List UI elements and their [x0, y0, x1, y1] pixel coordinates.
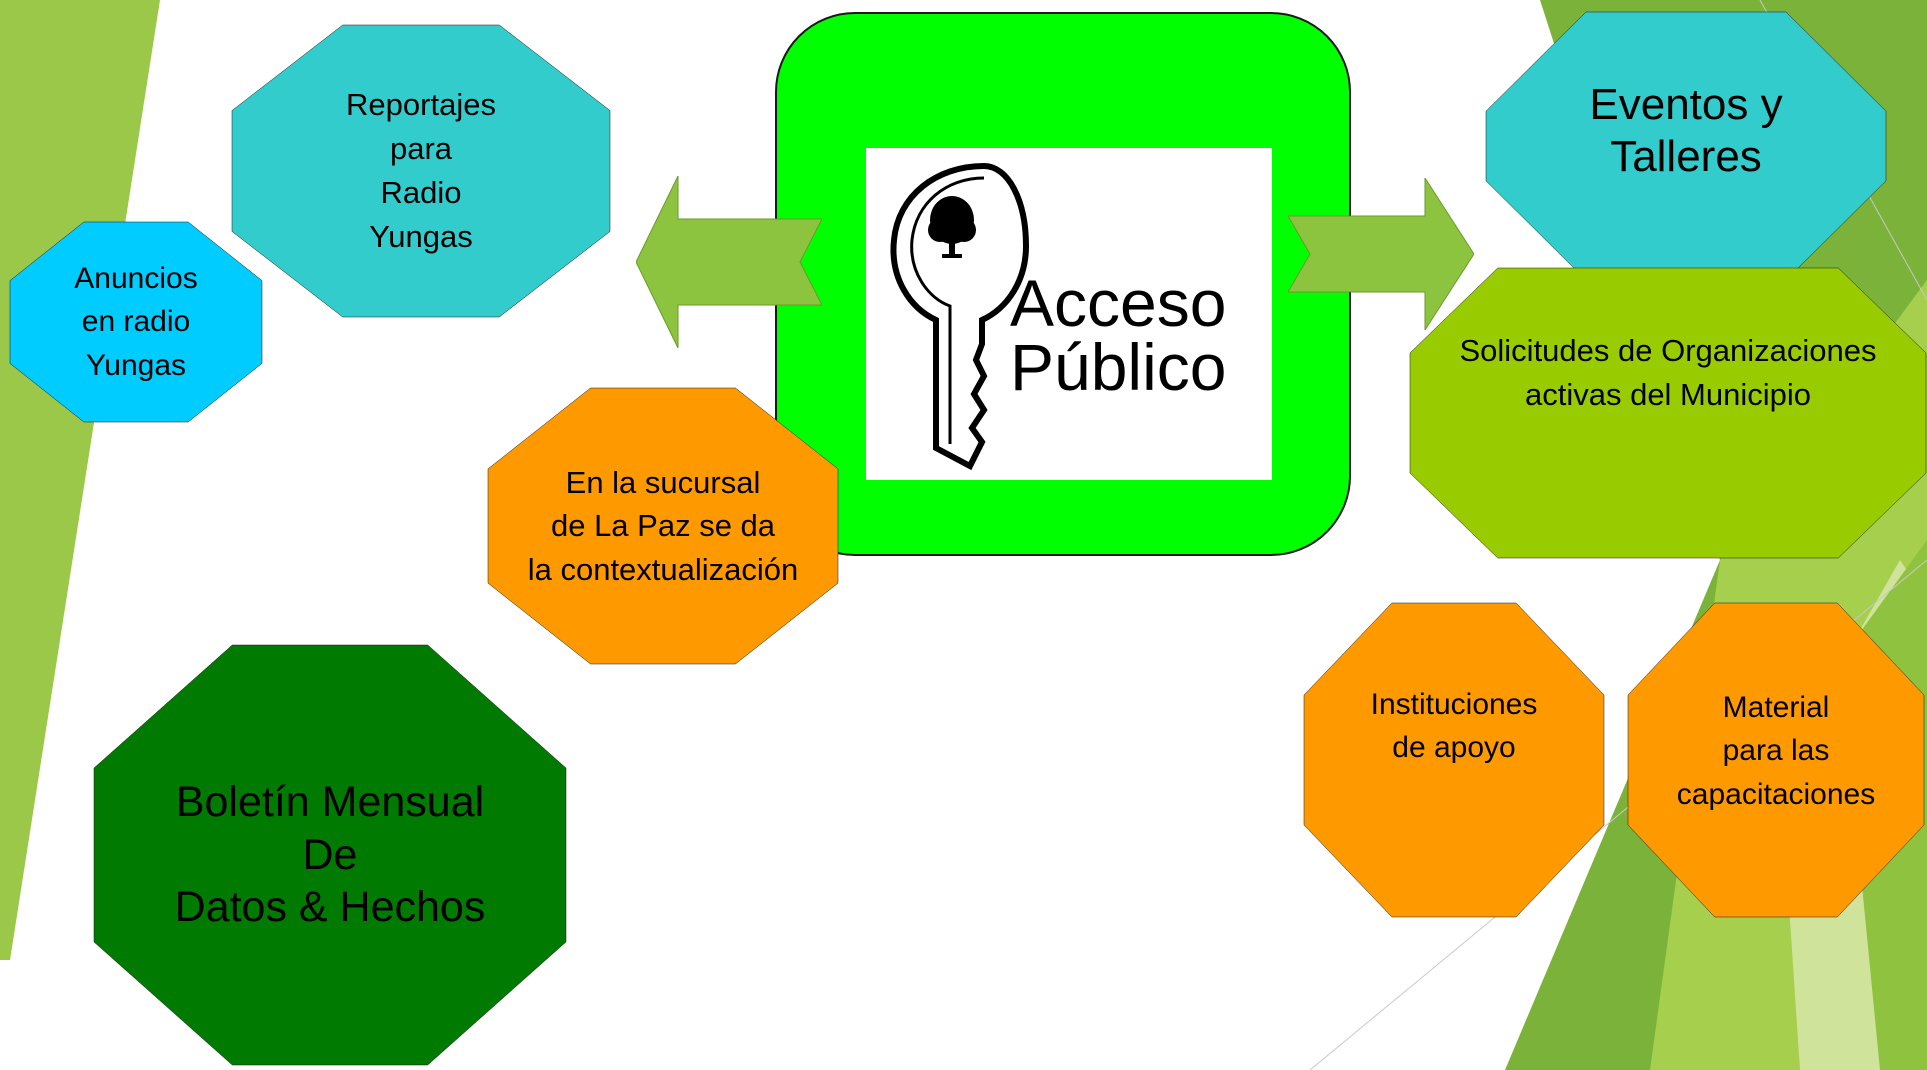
node-material: Material para las capacitaciones: [1628, 603, 1924, 917]
node-reportajes-label: Reportajes para Radio Yungas: [346, 86, 496, 255]
node-reportajes: Reportajes para Radio Yungas: [232, 25, 610, 317]
left-arrow: [636, 176, 822, 348]
node-sucursal-label: En la sucursal de La Paz se da la contex…: [527, 464, 799, 587]
logo-line1: Acceso: [1010, 266, 1226, 340]
node-instituciones-label: Instituciones de apoyo: [1370, 687, 1538, 765]
node-solicitudes: Solicitudes de Organizaciones activas de…: [1410, 268, 1926, 558]
right-arrow: [1288, 178, 1474, 330]
node-anuncios: Anuncios en radio Yungas: [10, 222, 262, 422]
logo-line2: Público: [1010, 330, 1226, 404]
logo-panel: Acceso Público: [866, 148, 1272, 480]
key-with-tree-icon: Acceso Público: [890, 162, 1226, 471]
node-boletin: Boletín Mensual De Datos & Hechos: [94, 645, 566, 1065]
node-instituciones: Instituciones de apoyo: [1304, 603, 1604, 917]
node-boletin-label: Boletín Mensual De Datos & Hechos: [174, 778, 486, 932]
node-eventos-label: Eventos y Talleres: [1589, 80, 1783, 181]
node-sucursal: En la sucursal de La Paz se da la contex…: [488, 388, 838, 664]
node-solicitudes-label: Solicitudes de Organizaciones activas de…: [1459, 332, 1877, 412]
node-anuncios-label: Anuncios en radio Yungas: [74, 261, 198, 382]
node-eventos: Eventos y Talleres: [1486, 12, 1886, 280]
node-material-label: Material para las capacitaciones: [1676, 690, 1876, 811]
